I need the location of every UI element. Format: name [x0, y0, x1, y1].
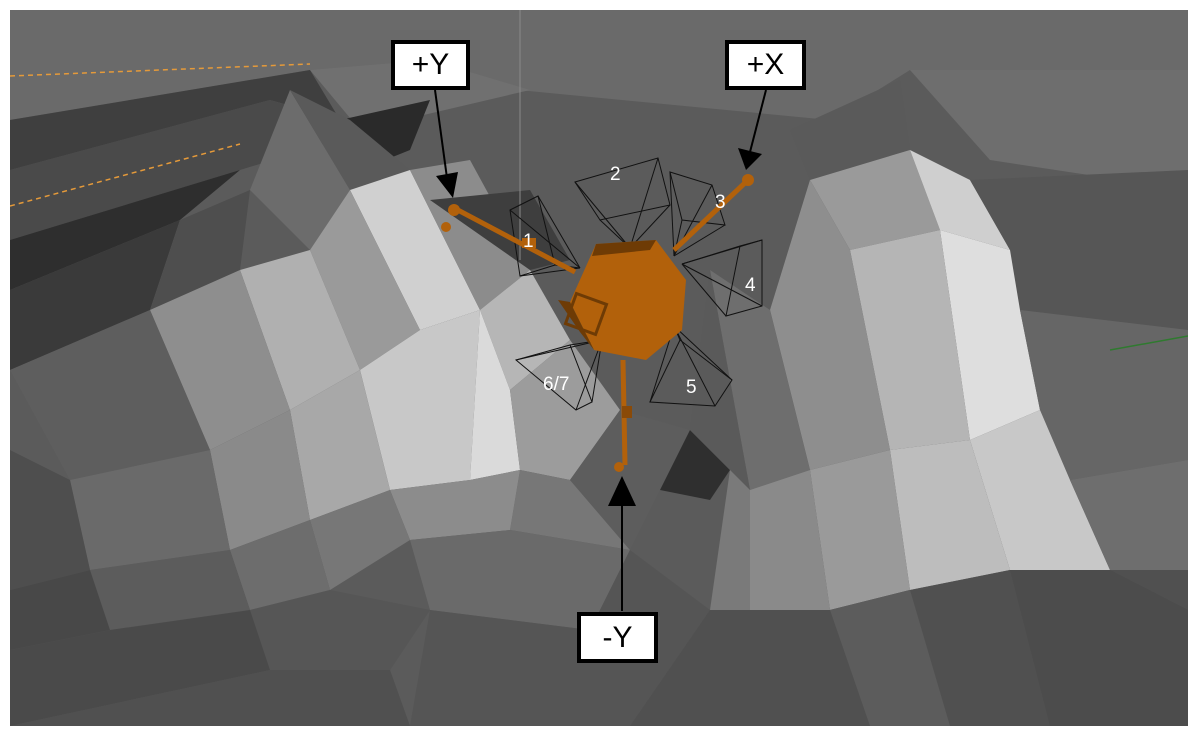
boom-tip-plus-x — [742, 174, 754, 186]
terrain-scene: 1 2 3 4 5 6/7 — [10, 10, 1188, 726]
boom-tip-plus-y — [448, 204, 460, 216]
plus-y-axis-label: +Y — [391, 40, 470, 90]
sensor-label-3: 3 — [715, 192, 726, 213]
sensor-cone-4 — [681, 239, 763, 317]
right-mountain — [630, 80, 1188, 726]
dashed-guide-lines — [10, 63, 311, 207]
plus-x-axis-label: +X — [725, 40, 806, 90]
spacecraft[interactable] — [441, 174, 754, 472]
sensor-label-1: 1 — [523, 231, 534, 252]
sensor-label-4: 4 — [745, 275, 756, 296]
boom-plus-x — [672, 178, 750, 252]
boom-tip-minus-y — [614, 462, 624, 472]
arrow-plus-y-head — [436, 172, 458, 198]
sensor-cones — [509, 157, 763, 411]
minus-y-axis-label: -Y — [577, 612, 658, 663]
sensor-label-6-7: 6/7 — [543, 374, 569, 395]
sensor-labels: 1 2 3 4 5 6/7 — [523, 164, 756, 398]
sensor-cone-1 — [509, 195, 581, 277]
arrow-plus-x-head — [738, 148, 762, 170]
left-mountain — [10, 90, 570, 590]
boom-plus-y — [452, 205, 577, 275]
arrow-minus-y-head — [608, 476, 636, 506]
annotation-arrows — [434, 89, 767, 611]
sensor-label-5: 5 — [686, 377, 697, 398]
green-axis-line — [1109, 335, 1188, 351]
sensor-label-2: 2 — [610, 164, 621, 185]
spacecraft-body — [570, 240, 686, 360]
3d-viewport[interactable]: 1 2 3 4 5 6/7 — [10, 10, 1188, 726]
